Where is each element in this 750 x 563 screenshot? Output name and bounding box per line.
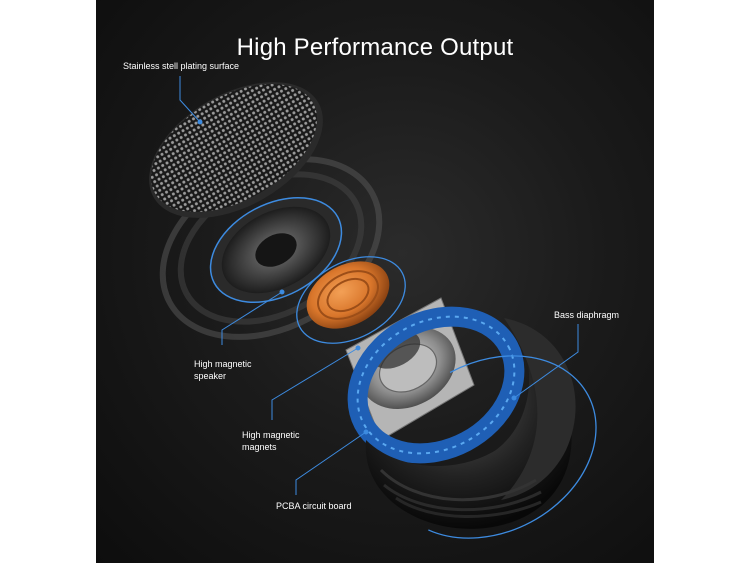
label-magnets-line2: magnets <box>242 442 277 452</box>
label-bass-diaphragm: Bass diaphragm <box>554 310 620 320</box>
label-plating-surface: Stainless stell plating surface <box>123 61 240 71</box>
page-title: High Performance Output <box>236 34 514 61</box>
label-magnets-line1: High magnetic <box>242 430 300 440</box>
magnet-assembly <box>345 297 475 441</box>
product-image-panel: High Performance Output Stainless stell … <box>96 0 654 563</box>
label-magnets: High magnetic magnets <box>242 429 300 453</box>
label-speaker-line2: speaker <box>194 371 227 381</box>
mesh-grille <box>149 82 323 218</box>
label-speaker: High magnetic speaker <box>194 358 252 382</box>
base-shell <box>365 318 597 539</box>
speaker-driver <box>209 197 343 303</box>
copper-spider <box>296 256 406 344</box>
exploded-speaker-illustration <box>149 76 597 539</box>
callout-lines <box>179 76 579 495</box>
label-pcba: PCBA circuit board <box>276 501 352 511</box>
pcba-ring <box>347 306 525 464</box>
label-speaker-line1: High magnetic <box>194 359 252 369</box>
